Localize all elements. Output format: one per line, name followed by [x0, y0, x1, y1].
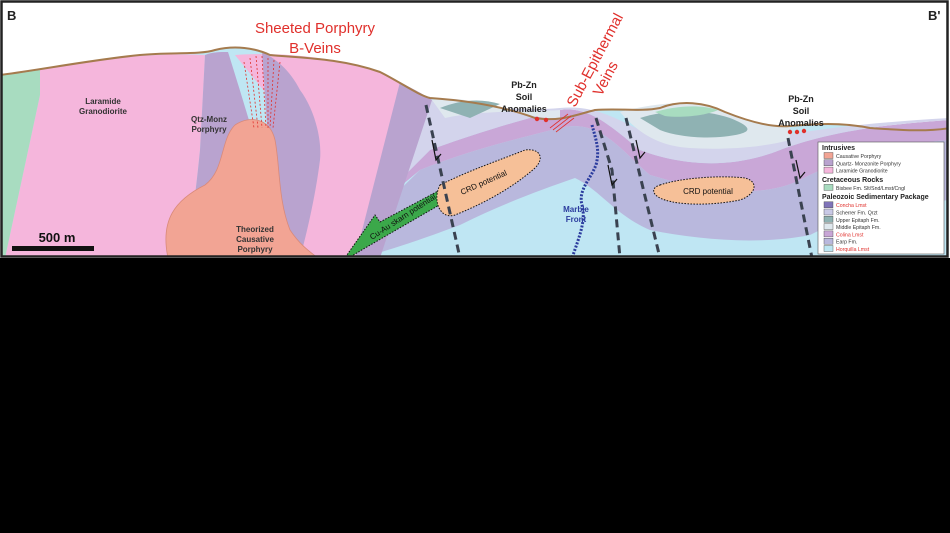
- legend-item-label: Horquilla Lmst: [836, 247, 870, 253]
- pbzn-right-line1: Pb-Zn: [788, 94, 814, 104]
- legend-item-label: Upper Epitaph Fm.: [836, 218, 880, 224]
- legend-swatch: [823, 166, 834, 174]
- cu-au-skarn-potential-zone: [345, 189, 449, 256]
- fault-1: [424, 104, 462, 256]
- scale-bar-label: 500 m: [39, 230, 76, 245]
- legend-item-label: Earp Fm.: [836, 240, 857, 246]
- marble-front-line1: Marble: [563, 205, 589, 214]
- scale-bar: 500 m: [12, 230, 94, 251]
- topography-line: [2, 46, 947, 132]
- pbzn-left-line2: Soil: [516, 92, 533, 102]
- legend-swatch: [823, 159, 834, 167]
- fault-3: [624, 117, 662, 256]
- pbzn-left-line3: Anomalies: [501, 104, 547, 114]
- quartz-monzonite-porphyry-far: [355, 82, 432, 256]
- earp-formation-band: [332, 126, 947, 256]
- legend-item-label: Laramide Granodiorite: [836, 169, 888, 175]
- fault-4: [786, 137, 814, 256]
- cross-section-figure: B B' Sheeted Porphyry B-Veins Sub-Epithe…: [0, 0, 950, 258]
- legend-swatch: [823, 208, 834, 216]
- sheeted-b-veins: [243, 55, 281, 129]
- pbzn-right-line2: Soil: [793, 106, 810, 116]
- qtz-monz-label-line1: Qtz-Monz: [191, 115, 227, 124]
- crd-potential-zone-right: [653, 176, 755, 205]
- marble-front-line: [571, 124, 600, 256]
- section-label-left: B: [7, 8, 16, 23]
- legend-title-cretaceous: Cretaceous Rocks: [822, 177, 883, 184]
- fault-motion-arrows: [431, 139, 806, 187]
- theorized-label-line1: Theorized: [236, 225, 274, 234]
- legend-swatch: [823, 245, 834, 252]
- theorized-label-line3: Porphyry: [237, 245, 273, 254]
- bisbee-formation-syncline: [655, 106, 718, 117]
- laramide-granodiorite-unit: [5, 54, 205, 256]
- crd-potential-zone-left: [436, 149, 541, 217]
- crd-potential-right-label: CRD potential: [683, 187, 733, 196]
- legend-item-label: Colina Lmst: [836, 232, 864, 238]
- legend-swatch: [823, 152, 834, 159]
- legend-swatch: [823, 201, 834, 208]
- legend-swatch: [823, 184, 834, 191]
- legend-item-label: Middle Epitaph Fm.: [836, 225, 881, 231]
- bisbee-formation-left: [2, 70, 40, 256]
- scale-bar-overlay: [12, 254, 96, 258]
- legend-swatch: [823, 216, 834, 223]
- theorized-label-line2: Causative: [236, 235, 274, 244]
- pbzn-left-line1: Pb-Zn: [511, 80, 537, 90]
- b-veins-title: B-Veins: [289, 40, 341, 57]
- legend-item-label: Bisbee Fm. Slt/Snd/Lmst/Cngl: [836, 186, 905, 192]
- legend-title-intrusives: Intrusives: [822, 145, 855, 152]
- faults: [424, 104, 814, 256]
- legend-swatch: [823, 230, 834, 238]
- legend-swatch: [823, 223, 834, 230]
- legend-item-label: Concha Lmst: [836, 203, 867, 209]
- legend-item-label: Quartz- Monzonite Porphyry: [836, 161, 901, 167]
- qtz-monz-label-line2: Porphyry: [191, 125, 227, 134]
- legend-item-label: Scherrer Fm. Qrzt: [836, 211, 878, 217]
- figure-frame: [0, 0, 949, 258]
- legend-title-paleozoic: Paleozoic Sedimentary Package: [822, 194, 929, 201]
- laramide-label-line2: Granodiorite: [79, 107, 128, 116]
- laramide-label-line1: Laramide: [85, 97, 121, 106]
- causative-porphyry-unit: [165, 119, 316, 256]
- marble-front-line2: Front: [566, 215, 587, 224]
- soil-anomaly-markers: [534, 116, 807, 135]
- sub-epithermal-vein-marks: [549, 113, 575, 133]
- fault-2: [594, 117, 622, 256]
- legend-swatch: [823, 237, 834, 245]
- section-label-right: B': [928, 8, 940, 23]
- legend-item-label: Causative Porphyry: [836, 154, 882, 160]
- upper-epitaph-unit: [640, 111, 748, 138]
- sheeted-porphyry-title: Sheeted Porphyry: [255, 20, 376, 37]
- colina-limestone-band: [360, 109, 947, 220]
- pbzn-right-line3: Anomalies: [778, 118, 824, 128]
